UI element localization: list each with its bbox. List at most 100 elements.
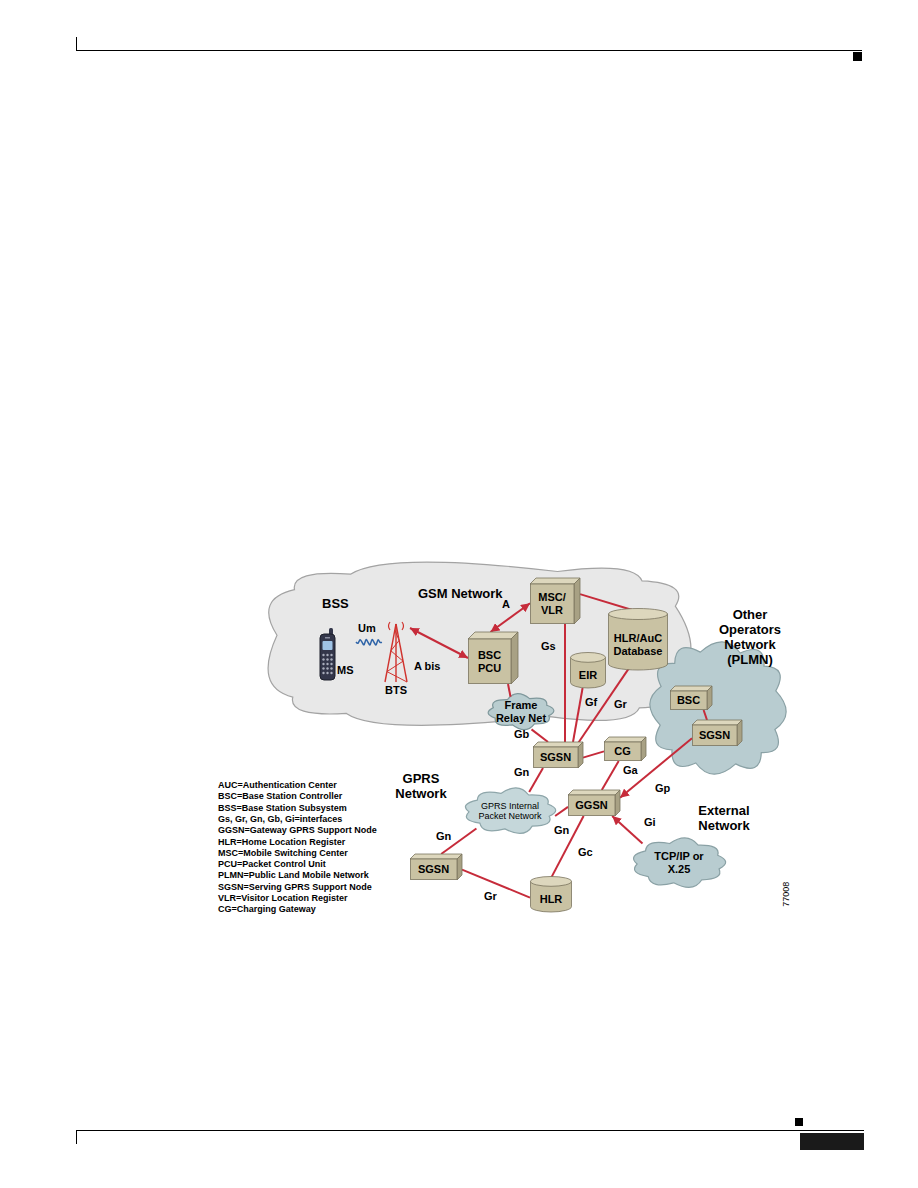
box-front (693, 725, 738, 746)
interface-link (564, 624, 566, 742)
interface-label: Gb (514, 728, 529, 741)
abbreviation-key: HLR=Home Location Register (218, 837, 345, 847)
database-cylinder: HLR/AuC Database (608, 608, 668, 670)
node-label: HLR (530, 893, 572, 906)
box-top (410, 854, 462, 859)
phone-key (326, 667, 328, 669)
abbreviation-key: VLR=Visitor Location Register (218, 893, 348, 903)
abbreviation-key: PLMN=Public Land Mobile Network (218, 870, 369, 880)
phone-key (330, 663, 332, 665)
phone-key (330, 672, 332, 674)
node-heading: External Network (694, 804, 754, 834)
base-station-tower: BTS (382, 620, 410, 700)
phone-key (322, 672, 324, 674)
box-front (671, 691, 708, 710)
node-label: SGSN (533, 751, 578, 764)
controller-box: BSC (670, 686, 712, 710)
interface-label: Gn (554, 824, 569, 837)
controller-box: BSC PCU (468, 632, 518, 684)
box-side (574, 578, 580, 624)
phone-key (322, 658, 324, 660)
tower-emission (389, 622, 404, 630)
interface-label: Um (358, 622, 376, 635)
abbreviation-key: AUC=Authentication Center (218, 780, 337, 790)
phone-body (320, 634, 335, 680)
box-front (534, 747, 579, 768)
network-label: GPRS Network (390, 772, 452, 802)
interface-label: Gr (484, 890, 497, 903)
operator-cloud: Other Operators Network (PLMN) BSC SGSN (648, 604, 788, 776)
box-front (605, 742, 642, 761)
packet-network-cloud: GPRS Internal Packet Network (462, 786, 558, 836)
interface-link (583, 751, 604, 757)
phone-key (322, 663, 324, 665)
interface-link (555, 807, 568, 816)
interface-label: A (502, 598, 510, 611)
box-top (568, 790, 620, 795)
box-side (615, 790, 620, 816)
interface-label: Gc (578, 846, 593, 859)
phone-key (326, 654, 328, 656)
figure-number: 77008 (781, 874, 791, 914)
node-label: BSC (670, 694, 707, 707)
phone-key (330, 658, 332, 660)
node-label: Frame Relay Net (494, 699, 547, 724)
interface-label: Gs (541, 640, 556, 653)
abbreviation-key: BSS=Base Station Subsystem (218, 803, 347, 813)
phone-key (326, 663, 328, 665)
abbreviation-key: CG=Charging Gateway (218, 904, 316, 914)
phone-key (322, 654, 324, 656)
box-top (533, 742, 583, 747)
phone-key (322, 667, 324, 669)
page-tab (800, 1133, 864, 1150)
cylinder-top (571, 653, 606, 663)
box-side (578, 742, 583, 768)
abbreviation-key: SGSN=Serving GPRS Support Node (218, 882, 372, 892)
phone-key (326, 658, 328, 660)
node-label: MSC/ VLR (530, 591, 574, 616)
node-label: GGSN (568, 799, 615, 812)
interface-label: Gi (644, 816, 656, 829)
interface-link (602, 761, 619, 790)
switching-box: MSC/ VLR (530, 578, 580, 624)
node-heading: MS (337, 664, 357, 677)
box-front (411, 859, 458, 880)
node-label: EIR (570, 669, 606, 682)
abbreviation-key: Gs, Gr, Gn, Gb, Gi=interfaces (218, 814, 342, 824)
interface-link (532, 729, 549, 742)
frame-relay-cloud: Frame Relay Net (486, 692, 556, 731)
node-heading: Other Operators Network (PLMN) (714, 608, 786, 668)
phone-screen (323, 641, 333, 650)
interface-link (612, 816, 642, 844)
register-cylinder: HLR (530, 876, 572, 912)
gateway-box: CG (604, 737, 646, 761)
interface-label: Gf (585, 696, 597, 709)
node-label: GPRS Internal Packet Network (474, 801, 547, 822)
support-node-box: SGSN (533, 742, 583, 768)
cylinder-top (531, 877, 572, 887)
box-side (737, 720, 742, 746)
cloud-outline (634, 838, 726, 887)
header-rule (76, 50, 862, 51)
phone-earpiece (325, 637, 330, 639)
node-label: BSC PCU (468, 649, 511, 674)
mobile-station: MS (318, 628, 356, 680)
node-label: SGSN (692, 729, 737, 742)
node-heading: BTS (382, 684, 410, 697)
network-cloud: BSSGSM NetworkMSBTSBSC PCUMSC/ VLREIRHLR… (262, 556, 694, 732)
footer-tick (76, 1130, 77, 1144)
cloud-outline (268, 562, 691, 725)
footer-rule (76, 1130, 864, 1131)
register-cylinder: EIR (570, 652, 606, 688)
box-side (641, 737, 646, 761)
box-side (511, 632, 518, 684)
support-node-box: SGSN (410, 854, 462, 880)
abbreviation-key: MSC=Mobile Switching Center (218, 848, 348, 858)
abbreviation-key: PCU=Packet Control Unit (218, 859, 326, 869)
interface-link (529, 768, 543, 792)
box-top (670, 686, 712, 691)
phone-key (326, 672, 328, 674)
box-top (530, 578, 580, 584)
footer-mark (795, 1118, 803, 1126)
